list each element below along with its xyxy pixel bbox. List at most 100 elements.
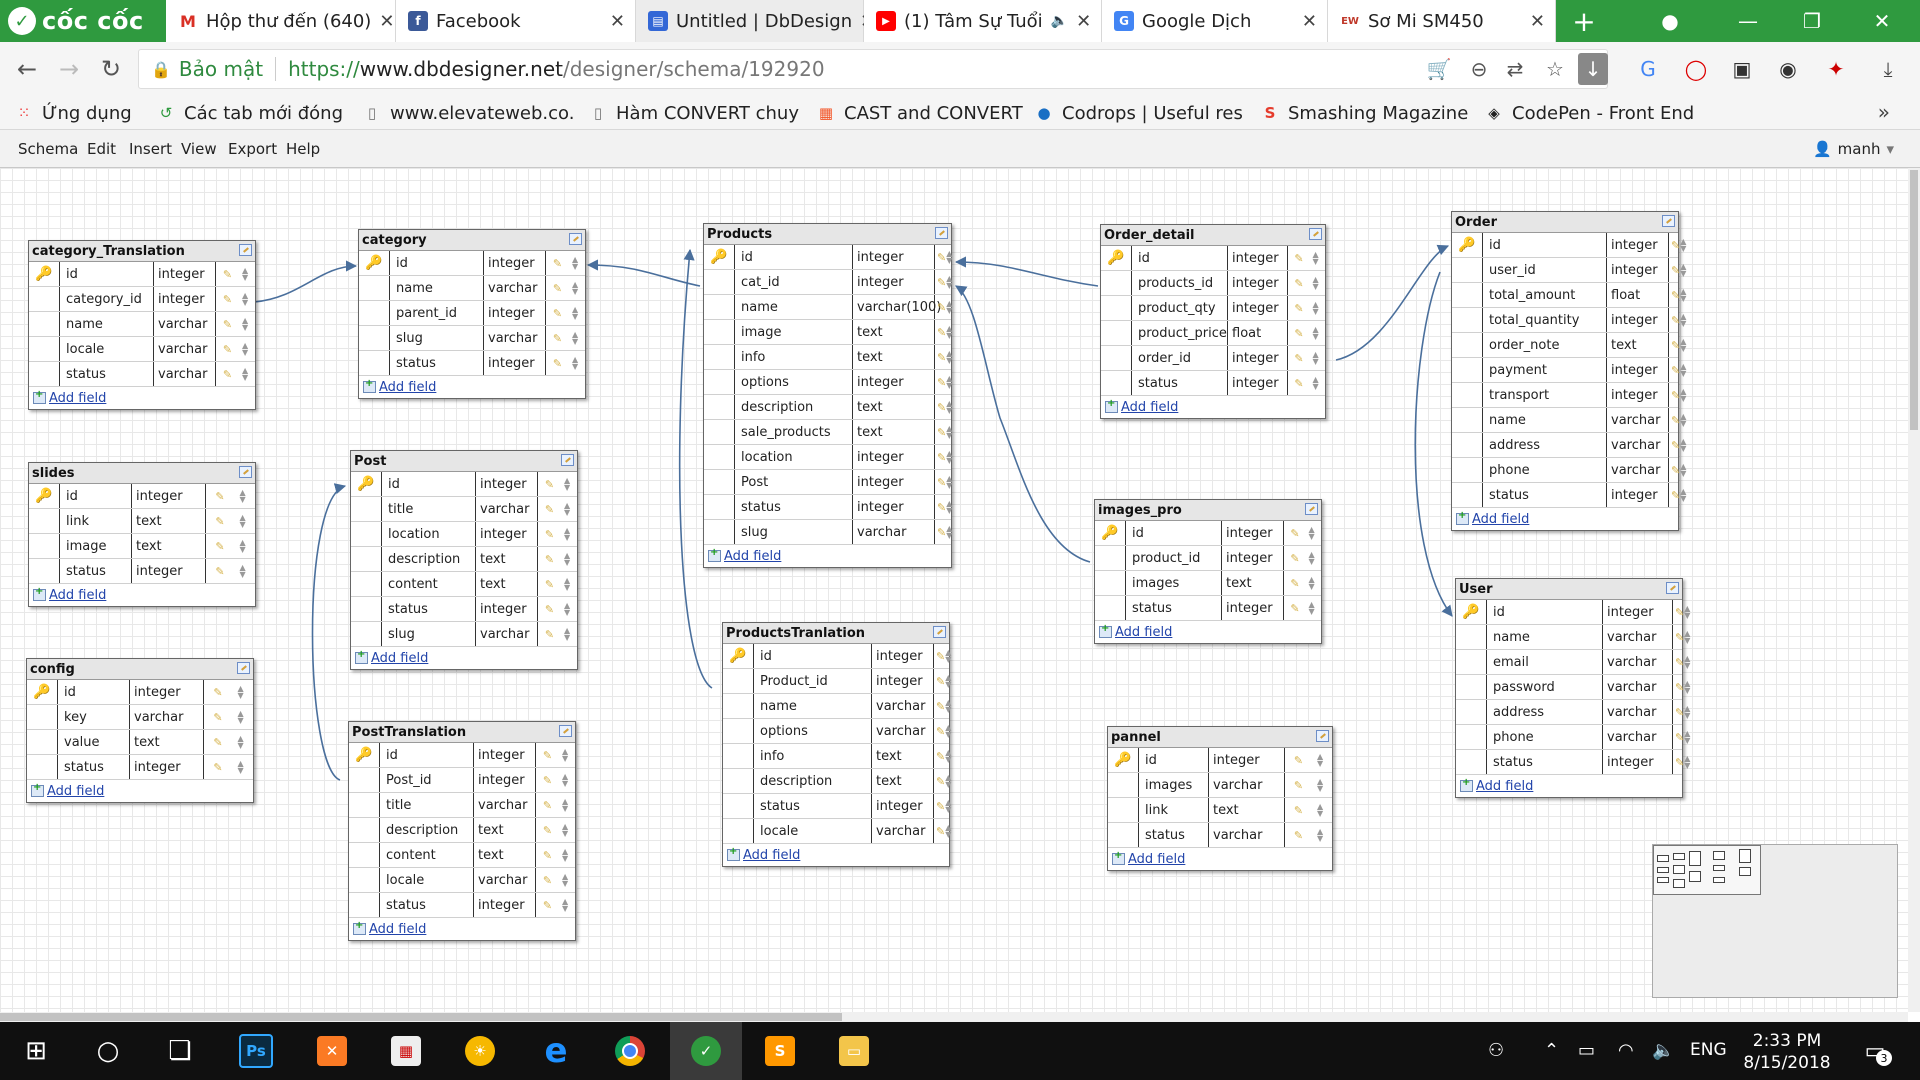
add-field-link[interactable]: Add field [1476,778,1534,794]
relation-images-pro-to-products[interactable] [955,285,1091,563]
edit-field-icon[interactable]: ✎ [222,292,233,306]
add-field-icon[interactable] [363,378,376,393]
reorder-icon[interactable]: ▲▼ [239,563,246,579]
reorder-icon[interactable]: ▲▼ [945,798,952,814]
menu-schema[interactable]: Schema [18,140,79,158]
edit-table-icon[interactable] [559,725,572,737]
edit-field-icon[interactable]: ✎ [1671,363,1681,377]
people-icon[interactable]: ⚇ [1488,1040,1505,1061]
relation-products-translation-to-products[interactable] [678,248,713,689]
translate-extension-icon[interactable]: G [1640,57,1656,81]
close-icon[interactable]: ✕ [609,10,625,32]
edit-field-icon[interactable]: ✎ [215,489,225,503]
reorder-icon[interactable]: ▲▼ [241,366,249,382]
reorder-icon[interactable]: ▲▼ [946,324,953,340]
edit-field-icon[interactable]: ✎ [1290,526,1300,540]
reorder-icon[interactable]: ▲▼ [237,734,244,750]
add-field-icon[interactable] [31,782,44,797]
add-field-link[interactable]: Add field [49,587,107,603]
edit-field-icon[interactable]: ✎ [936,799,946,813]
reorder-icon[interactable]: ▲▼ [1316,777,1324,793]
edit-field-icon[interactable]: ✎ [1671,338,1681,352]
reorder-icon[interactable]: ▲▼ [1308,600,1315,616]
edit-field-icon[interactable]: ✎ [1290,551,1300,565]
bookmark-codrops[interactable]: ●Codrops | Useful res [1034,100,1242,126]
edit-field-icon[interactable]: ✎ [937,275,947,289]
edit-field-icon[interactable]: ✎ [937,300,947,314]
menu-help[interactable]: Help [286,140,321,158]
table-header[interactable]: PostTranslation [349,722,575,743]
downloads-icon[interactable]: ⤓ [1883,57,1893,81]
add-field-icon[interactable] [353,920,366,935]
reorder-icon[interactable]: ▲▼ [563,601,571,617]
edit-field-icon[interactable]: ✎ [1294,251,1304,265]
edit-field-icon[interactable]: ✎ [1675,655,1685,669]
edit-field-icon[interactable]: ✎ [1675,605,1685,619]
edit-field-icon[interactable]: ✎ [936,749,946,763]
edit-field-icon[interactable]: ✎ [1293,778,1304,792]
edit-field-icon[interactable]: ✎ [1671,388,1681,402]
edit-field-icon[interactable]: ✎ [215,539,225,553]
reorder-icon[interactable]: ▲▼ [237,684,244,700]
menu-insert[interactable]: Insert [129,140,173,158]
scroll-thumb[interactable] [1910,170,1918,430]
reorder-icon[interactable]: ▲▼ [237,709,244,725]
edit-field-icon[interactable]: ✎ [1671,313,1681,327]
edit-field-icon[interactable]: ✎ [937,450,947,464]
reorder-icon[interactable]: ▲▼ [1680,462,1687,478]
add-field-link[interactable]: Add field [1121,399,1179,415]
edit-field-icon[interactable]: ✎ [937,500,947,514]
reorder-icon[interactable]: ▲▼ [1308,575,1315,591]
menu-export[interactable]: Export [228,140,278,158]
table-header[interactable]: images_pro [1095,500,1321,521]
edit-field-icon[interactable]: ✎ [1671,488,1681,502]
zoom-icon[interactable]: ⊖ [1470,57,1488,81]
table-header[interactable]: pannel [1108,727,1332,748]
new-tab-button[interactable]: + [1572,4,1596,38]
add-field-icon[interactable] [727,846,740,861]
reorder-icon[interactable]: ▲▼ [945,673,952,689]
reorder-icon[interactable]: ▲▼ [946,474,953,490]
reorder-icon[interactable]: ▲▼ [241,341,249,357]
reorder-icon[interactable]: ▲▼ [571,280,579,296]
reorder-icon[interactable]: ▲▼ [1684,704,1691,720]
volume-icon[interactable]: 🔈 [1652,1040,1675,1061]
bookmark-star-icon[interactable]: ☆ [1546,57,1564,81]
edit-field-icon[interactable]: ✎ [1294,301,1304,315]
relation-products-to-category[interactable] [586,259,701,287]
edit-field-icon[interactable]: ✎ [213,685,223,699]
edit-field-icon[interactable]: ✎ [1293,753,1304,767]
speaker-icon[interactable]: 🔈 [1050,13,1069,29]
edit-field-icon[interactable]: ✎ [1671,263,1681,277]
edit-field-icon[interactable]: ✎ [937,250,947,264]
edit-field-icon[interactable]: ✎ [215,564,225,578]
edit-field-icon[interactable]: ✎ [937,425,947,439]
reorder-icon[interactable]: ▲▼ [241,316,249,332]
reorder-icon[interactable]: ▲▼ [1684,604,1691,620]
edit-field-icon[interactable]: ✎ [937,475,947,489]
